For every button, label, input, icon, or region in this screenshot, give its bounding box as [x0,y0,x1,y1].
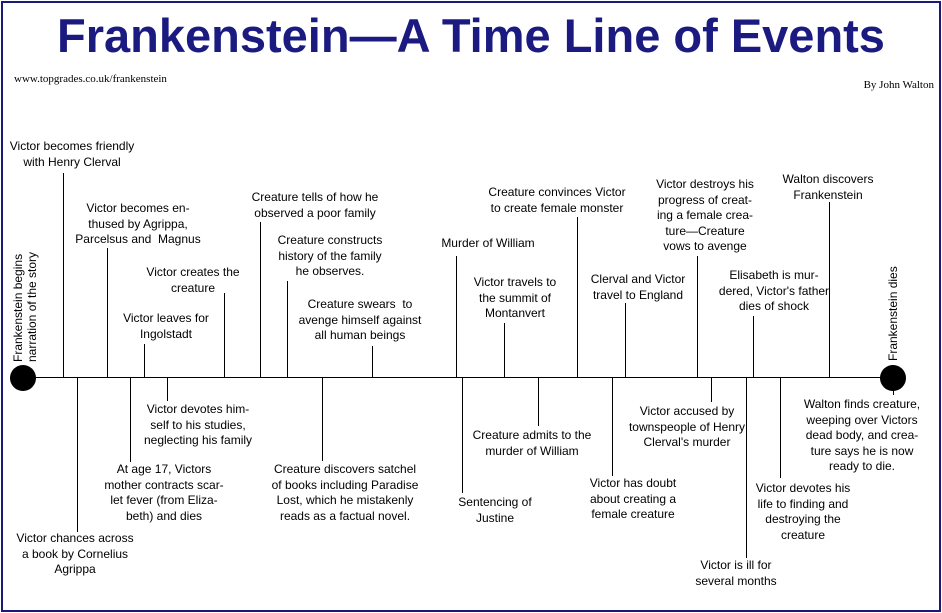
end-label: Frankenstein dies [886,266,900,361]
event-above: Murder of William [441,236,535,250]
event-above: Elisabeth is mur- dered, Victor's father… [718,268,830,313]
event-below: At age 17, Victors mother contracts scar… [104,462,224,523]
event-above: Victor becomes en- thused by Agrippa, Pa… [75,201,201,246]
connector-line [224,293,225,377]
connector-line [753,316,754,377]
event-above: Creature constructs history of the famil… [277,233,383,278]
start-label: Frankenstein begins narration of the sto… [11,251,39,362]
connector-line [462,377,463,493]
connector-line [538,377,539,426]
source-url: www.topgrades.co.uk/frankenstein [14,73,167,85]
connector-line [504,323,505,377]
event-above: Victor leaves for Ingolstadt [123,311,209,341]
connector-line [711,377,712,402]
connector-line [625,303,626,377]
connector-line [456,256,457,377]
connector-line [577,217,578,377]
event-below: Victor chances across a book by Corneliu… [16,531,134,576]
connector-line [167,377,168,401]
event-above: Victor creates the creature [146,265,240,295]
connector-line [130,377,131,462]
connector-line [697,256,698,377]
connector-line [260,222,261,377]
connector-line [144,344,145,377]
connector-line [780,377,781,478]
event-above: Creature tells of how he observed a poor… [251,190,379,220]
connector-line [287,281,288,377]
connector-line [107,248,108,377]
event-below: Victor has doubt about creating a female… [589,476,677,521]
event-above: Creature swears to avenge himself agains… [298,297,422,342]
author-credit: By John Walton [863,79,934,91]
page-title: Frankenstein—A Time Line of Events [57,9,885,62]
event-below: Victor devotes him- self to his studies,… [143,402,253,447]
connector-line [77,377,78,532]
event-above: Victor destroys his progress of creat- i… [656,177,754,253]
event-below: Victor devotes his life to finding and d… [755,481,851,542]
event-below: Victor is ill for several months [695,558,777,588]
event-above: Creature convinces Victor to create fema… [488,185,626,215]
event-below: Victor accused by townspeople of Henry C… [628,404,746,449]
event-above: Walton discovers Frankenstein [782,172,874,202]
event-below: Walton finds creature, weeping over Vict… [803,397,921,473]
connector-line [746,377,747,558]
connector-line [612,377,613,476]
event-below: Sentencing of Justine [458,495,532,525]
connector-line [63,173,64,377]
event-below: Creature discovers satchel of books incl… [271,462,419,523]
connector-line [829,202,830,377]
event-above: Victor travels to the summit of Montanve… [473,275,557,320]
event-below: Creature admits to the murder of William [472,428,592,458]
timeline-start-dot [10,365,36,391]
connector-line [322,377,323,461]
timeline-axis [22,377,893,378]
event-above: Clerval and Victor travel to England [590,272,686,302]
event-above: Victor becomes friendly with Henry Clerv… [9,139,135,169]
connector-line [372,346,373,377]
connector-line [893,377,894,395]
